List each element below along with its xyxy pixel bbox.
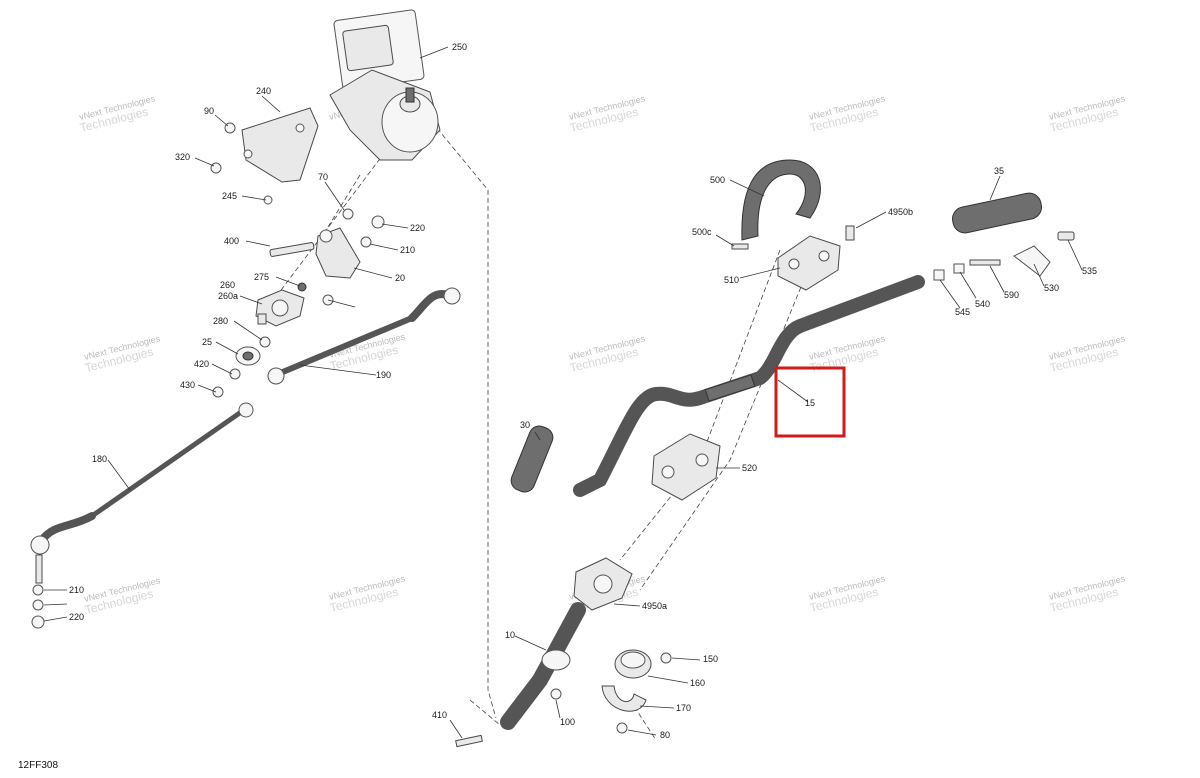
handlebar-handle	[741, 159, 821, 241]
watermark: vNext Technologies Technologies	[83, 333, 161, 375]
callout-500c[interactable]: 500c	[692, 227, 712, 237]
callout-240[interactable]: 240	[256, 86, 271, 96]
watermark: vNext Technologies Technologies	[78, 93, 156, 135]
handlebar	[573, 275, 925, 497]
mounting-bracket	[241, 107, 319, 183]
callout-10[interactable]: 10	[505, 630, 515, 640]
callout-540[interactable]: 540	[975, 299, 990, 309]
watermark: vNext Technologies Technologies	[808, 573, 886, 615]
callout-510[interactable]: 510	[724, 275, 739, 285]
callout-100[interactable]: 100	[560, 717, 575, 727]
watermark-grid: vNext Technologies Technologies vNext Te…	[78, 93, 1126, 617]
watermark: vNext Technologies Technologies	[1048, 93, 1126, 135]
callout-320[interactable]: 320	[175, 152, 190, 162]
watermark: vNext Technologies Technologies	[83, 575, 161, 617]
callout-530[interactable]: 530	[1044, 283, 1059, 293]
diagram-reference-code: 12FF308	[18, 760, 58, 771]
watermark: vNext Technologies Technologies	[1048, 573, 1126, 615]
callout-260a[interactable]: 260a	[218, 291, 238, 301]
callout-30[interactable]: 30	[520, 420, 530, 430]
leader-lines	[43, 46, 1083, 739]
watermark: vNext Technologies Technologies	[1048, 333, 1126, 375]
callout-245[interactable]: 245	[222, 191, 237, 201]
callout-210[interactable]: 210	[400, 245, 415, 255]
handlebar-clamp-upper	[777, 235, 841, 291]
callout-420[interactable]: 420	[194, 359, 209, 369]
callout-25[interactable]: 25	[202, 337, 212, 347]
grip-right	[952, 192, 1042, 234]
callout-210-lower[interactable]: 210	[69, 585, 84, 595]
callout-150[interactable]: 150	[703, 654, 718, 664]
bar-end-fasteners	[731, 225, 1001, 281]
callout-35[interactable]: 35	[994, 166, 1004, 176]
callout-15[interactable]: 15	[805, 398, 815, 408]
callout-275[interactable]: 275	[254, 272, 269, 282]
callout-410[interactable]: 410	[432, 710, 447, 720]
watermark: vNext Technologies Technologies	[328, 573, 406, 615]
callout-400[interactable]: 400	[224, 236, 239, 246]
steering-column	[455, 557, 633, 748]
callout-4950a[interactable]: 4950a	[642, 601, 667, 611]
handlebar-clamp-lower	[651, 433, 721, 501]
tie-rod-lower	[30, 402, 254, 629]
callout-220-lower[interactable]: 220	[69, 612, 84, 622]
callout-260[interactable]: 260	[220, 280, 235, 290]
pitman-arm	[315, 227, 361, 279]
callout-20[interactable]: 20	[395, 273, 405, 283]
callout-535[interactable]: 535	[1082, 266, 1097, 276]
callout-160[interactable]: 160	[690, 678, 705, 688]
callout-labels: 250 240 90 320 245 70 220 400 210 20 275…	[69, 42, 1097, 740]
callout-545[interactable]: 545	[955, 307, 970, 317]
callout-430[interactable]: 430	[180, 380, 195, 390]
callout-190[interactable]: 190	[376, 370, 391, 380]
highlight-box-callout-15	[774, 366, 846, 438]
callout-180[interactable]: 180	[92, 454, 107, 464]
callout-590[interactable]: 590	[1004, 290, 1019, 300]
callout-220[interactable]: 220	[410, 223, 425, 233]
callout-520[interactable]: 520	[742, 463, 757, 473]
power-steering-unit	[329, 9, 441, 161]
callout-70[interactable]: 70	[318, 172, 328, 182]
watermark: vNext Technologies Technologies	[568, 93, 646, 135]
callout-170[interactable]: 170	[676, 703, 691, 713]
callout-500[interactable]: 500	[710, 175, 725, 185]
bushing-assembly	[550, 649, 672, 734]
callout-80[interactable]: 80	[660, 730, 670, 740]
grip-left	[510, 425, 554, 493]
tie-rod-upper	[267, 287, 461, 385]
throttle-housing	[1013, 231, 1075, 277]
callout-4950b[interactable]: 4950b	[888, 207, 913, 217]
callout-250[interactable]: 250	[452, 42, 467, 52]
callout-280[interactable]: 280	[213, 316, 228, 326]
bearing-washer	[235, 346, 261, 366]
ball-joint-plate	[255, 289, 305, 327]
watermark: vNext Technologies Technologies	[568, 333, 646, 375]
watermark: vNext Technologies Technologies	[808, 93, 886, 135]
callout-90[interactable]: 90	[204, 106, 214, 116]
